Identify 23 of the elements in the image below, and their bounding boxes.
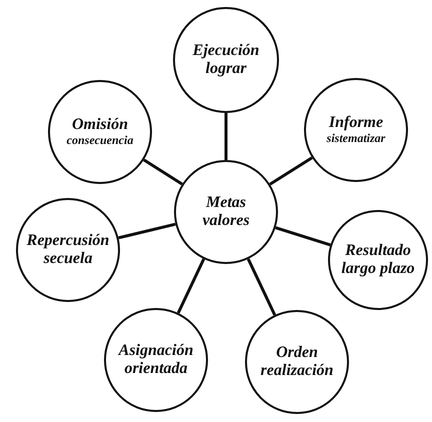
concept-subtitle: realización xyxy=(260,362,334,380)
connector-line xyxy=(118,222,176,240)
concept-subtitle: orientada xyxy=(124,360,188,378)
concept-subtitle: lograr xyxy=(206,60,246,78)
concept-title: Orden xyxy=(276,344,318,362)
concept-subtitle: sistematizar xyxy=(326,132,386,146)
concept-title: Omisión xyxy=(72,116,128,134)
concept-title: Resultado xyxy=(345,242,411,260)
connector-line xyxy=(246,258,276,316)
concept-subtitle: consecuencia xyxy=(66,134,134,148)
concept-subtitle: secuela xyxy=(44,250,92,268)
concept-title: Asignación xyxy=(118,342,194,360)
connector-line xyxy=(176,258,206,314)
concept-subtitle: largo plazo xyxy=(341,260,415,278)
concept-subtitle: valores xyxy=(202,212,250,230)
connector-line xyxy=(224,113,228,160)
concept-title: Repercusión xyxy=(26,232,110,250)
concept-title: Ejecución xyxy=(192,42,260,60)
connector-line xyxy=(275,226,331,246)
connector-line xyxy=(143,158,183,186)
concept-title: Informe xyxy=(328,114,384,132)
connector-line xyxy=(269,156,313,186)
concept-title: Metas xyxy=(206,194,246,212)
